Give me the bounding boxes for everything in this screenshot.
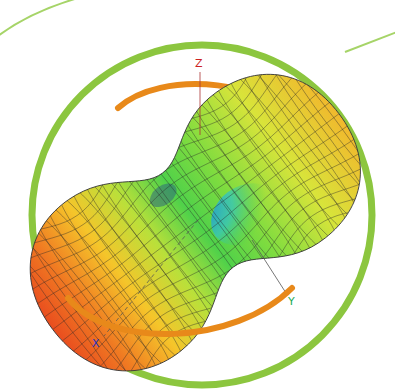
frame-line (345, 32, 395, 52)
mesh-line (3, 47, 315, 289)
mesh-line (39, 95, 341, 324)
x-axis-label: X (92, 338, 100, 349)
lobe-surface (0, 38, 395, 391)
z-axis-label: Z (195, 58, 203, 69)
mesh-line (21, 71, 328, 306)
mesh-line (88, 160, 395, 391)
ring (68, 288, 292, 334)
mesh-line (30, 83, 334, 315)
mesh-line (3, 226, 144, 391)
x-axis (104, 220, 198, 336)
mesh-line (81, 151, 393, 391)
radiation-pattern (0, 23, 395, 391)
mesh-line (94, 168, 395, 391)
mesh-line (75, 142, 384, 381)
y-axis-label: Y (288, 296, 295, 307)
mesh-line (0, 23, 302, 272)
mesh-line (265, 27, 395, 204)
y-axis (252, 240, 286, 293)
z-axis (200, 72, 201, 135)
mesh (0, 23, 395, 391)
mesh-line (68, 133, 375, 368)
mesh-line (62, 125, 366, 357)
mesh-line (12, 59, 321, 298)
frame-line (0, 0, 78, 36)
lobe-outline (0, 38, 395, 391)
